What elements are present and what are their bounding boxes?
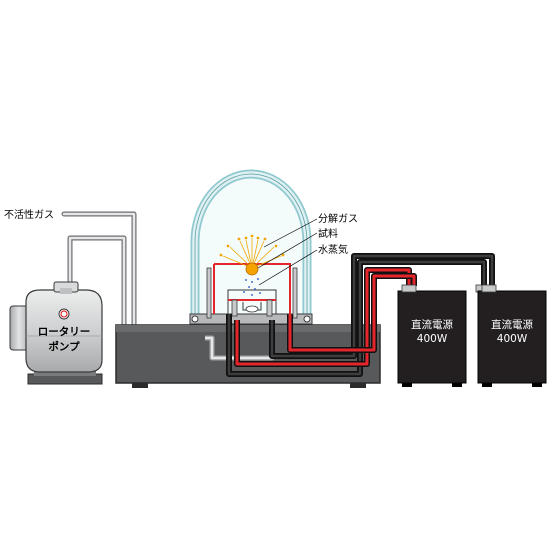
- pump-label-line1: ロータリー: [38, 326, 91, 338]
- inert-gas-label: 不活性ガス: [4, 208, 54, 221]
- decomposition-gas-label: 分解ガス: [318, 212, 358, 225]
- black-wires: [226, 253, 495, 377]
- water-vapor-label: 水蒸気: [318, 243, 348, 256]
- psu1-label-line2: 400W: [417, 333, 448, 345]
- bell-jar: [190, 169, 312, 320]
- sample-ball: [245, 262, 259, 276]
- psu2-label-line1: 直流電源: [491, 318, 533, 331]
- red-wires: [234, 267, 417, 367]
- electrode-assembly: [206, 263, 298, 319]
- chamber-flange: [189, 313, 313, 325]
- dc-power-supply-2: 直流電源 400W: [477, 284, 547, 387]
- psu1-label-line1: 直流電源: [411, 318, 453, 331]
- callout-leaders: [257, 218, 318, 286]
- pump-label-line2: ポンプ: [48, 340, 80, 353]
- dc-power-supply-1: 直流電源 400W: [397, 284, 491, 387]
- sample-with-decomposition-gas: [219, 234, 285, 296]
- sample-label: 試料: [318, 227, 338, 240]
- psu2-label-line2: 400W: [497, 333, 528, 345]
- rotary-pump: ロータリー ポンプ: [9, 281, 103, 385]
